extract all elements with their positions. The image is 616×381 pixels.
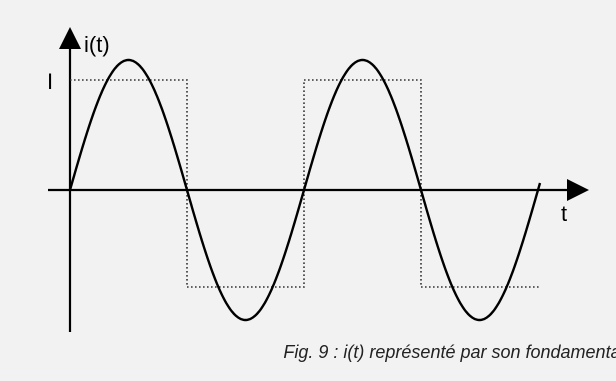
square-wave-curve (70, 79, 540, 288)
y-axis-label: i(t) (84, 32, 110, 57)
figure-caption: Fig. 9 : i(t) représenté par son fondame… (283, 342, 616, 362)
amplitude-level-label: I (47, 69, 53, 94)
sine-fundamental-curve (68, 58, 542, 322)
x-axis-label: t (561, 201, 567, 226)
